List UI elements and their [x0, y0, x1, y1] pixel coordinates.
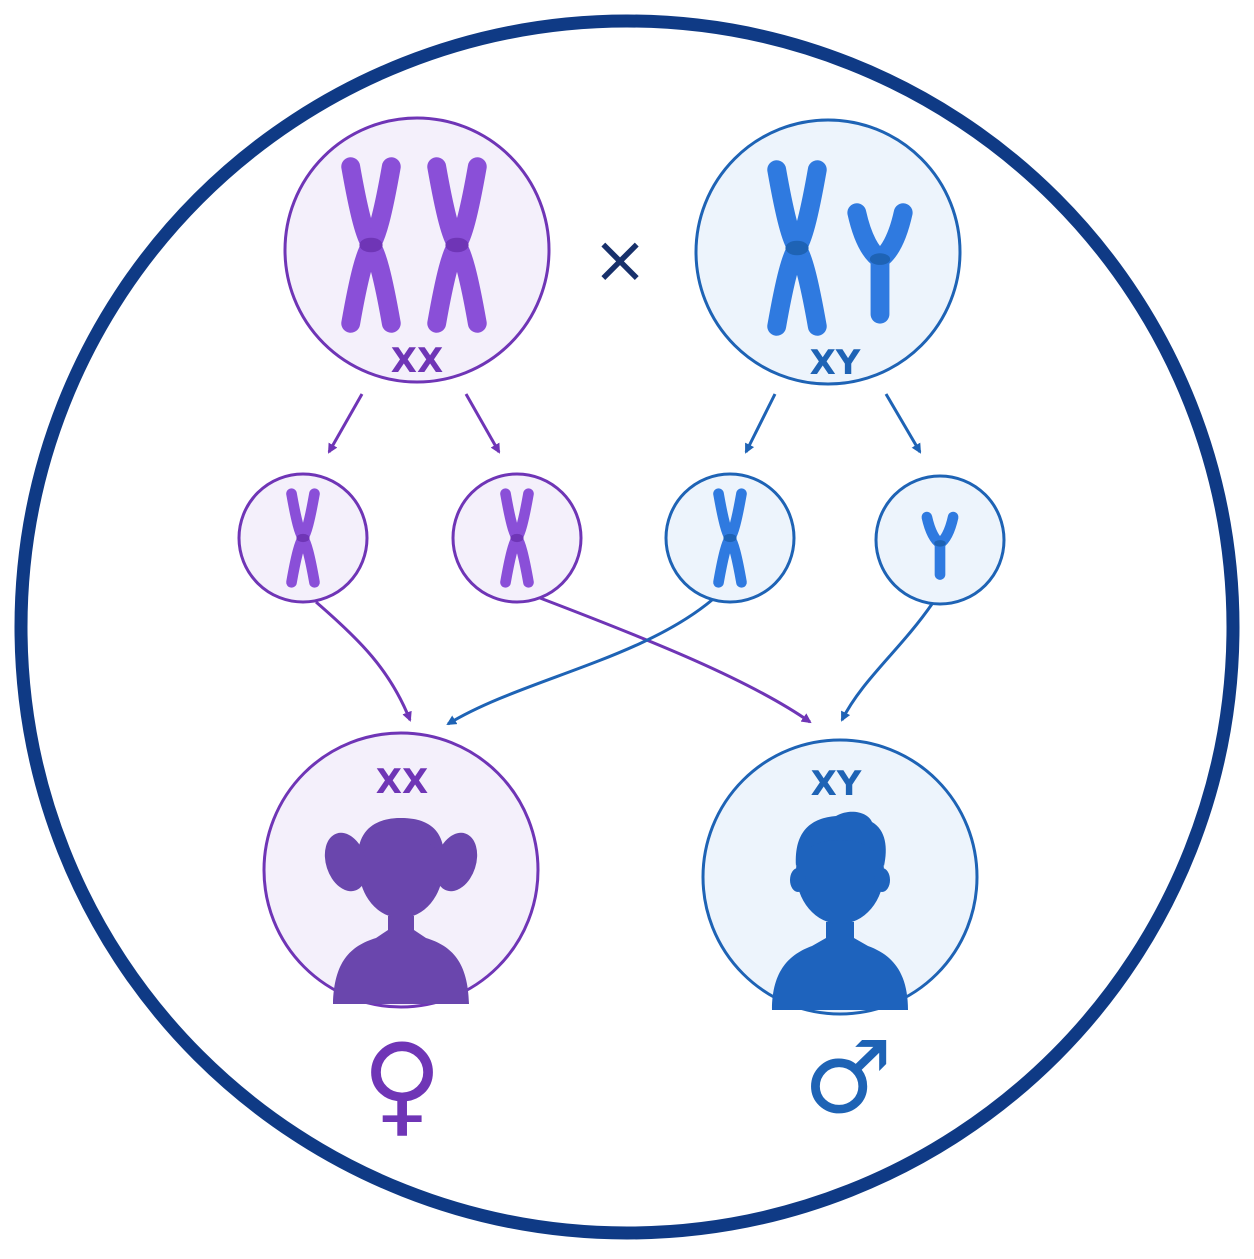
cross-symbol: ×	[592, 221, 647, 298]
male-symbol: ♂	[803, 1019, 893, 1136]
daughter-cell: XX ♀	[262, 731, 540, 1148]
x-chromosome-icon	[713, 488, 747, 588]
paternal-gamete-x	[664, 472, 796, 604]
son-cell: XY ♂	[701, 738, 979, 1136]
girl-silhouette-icon	[324, 818, 478, 1004]
x-chromosome-icon	[500, 488, 534, 588]
y-chromosome-icon	[921, 511, 959, 580]
x-chromosome-icon	[767, 160, 827, 336]
outer-frame-circle	[14, 14, 1240, 1240]
female-symbol: ♀	[362, 1020, 443, 1148]
mother-genotype-label: XX	[391, 341, 443, 381]
father-genotype-label: XY	[810, 343, 861, 383]
parent-to-gamete-arrows	[327, 393, 922, 454]
x-chromosome-icon	[427, 157, 487, 333]
father-cell: XY	[694, 118, 962, 386]
son-genotype-label: XY	[811, 764, 862, 804]
paternal-gamete-y	[874, 474, 1006, 606]
maternal-gamete-x-1	[237, 472, 369, 604]
maternal-gamete-x-2	[451, 472, 583, 604]
mother-cell: XX	[283, 116, 551, 384]
daughter-genotype-label: XX	[376, 762, 428, 802]
x-chromosome-icon	[286, 488, 320, 588]
gamete-to-offspring-arrows	[315, 596, 934, 726]
y-chromosome-icon	[847, 203, 913, 324]
boy-silhouette-icon	[772, 811, 908, 1010]
x-chromosome-icon	[341, 157, 401, 333]
